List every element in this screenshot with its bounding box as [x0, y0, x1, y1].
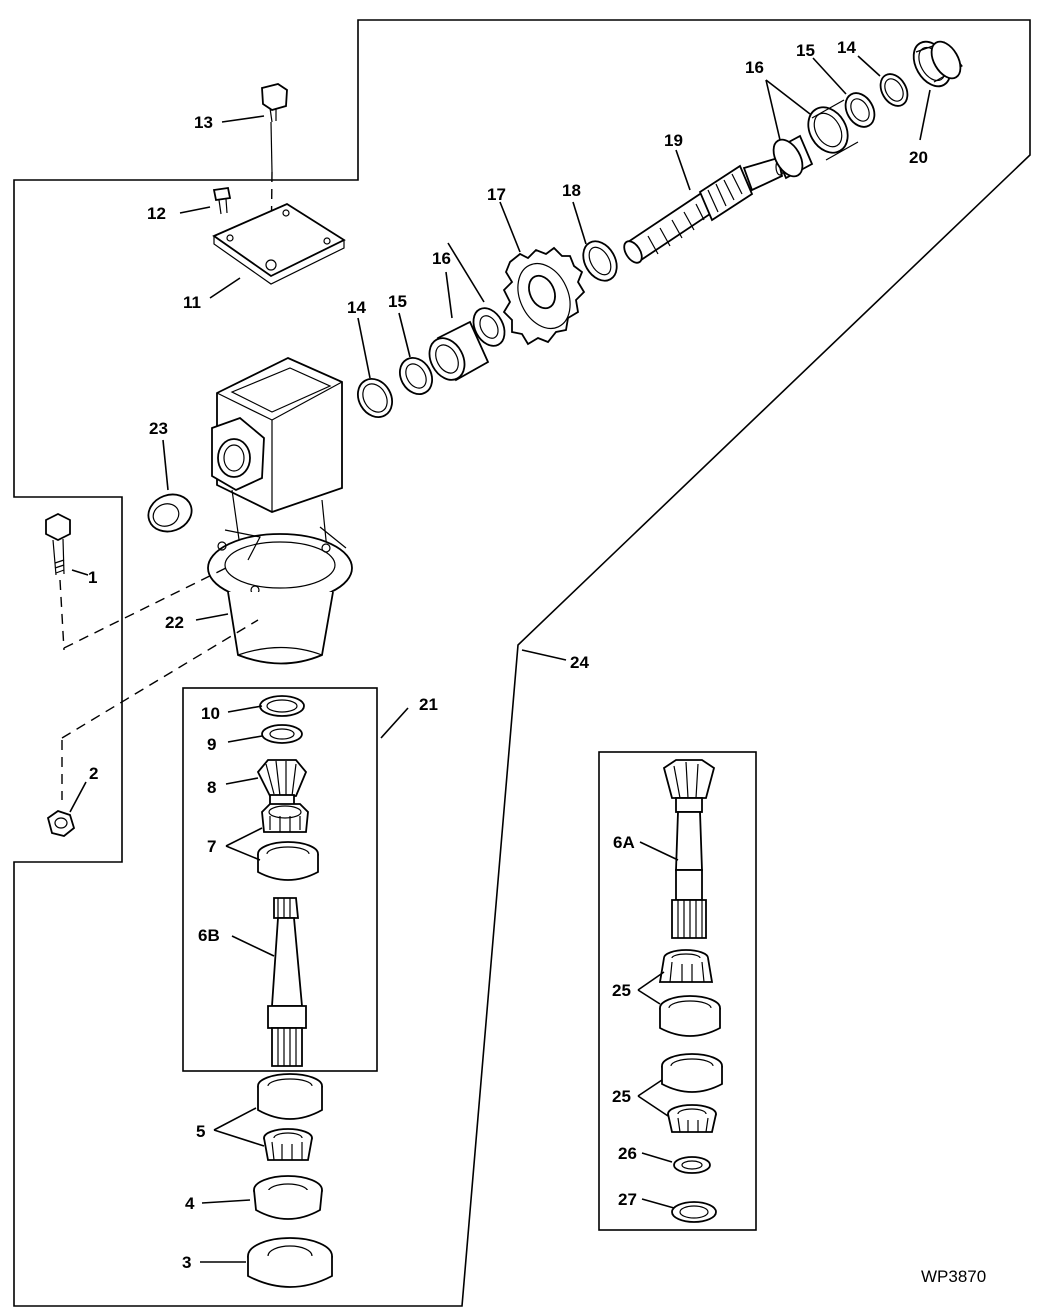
callout-19: 19 [664, 131, 683, 150]
callout-25-upper: 25 [612, 981, 631, 1000]
callout-14-left: 14 [347, 298, 366, 317]
part-23-seal [147, 493, 193, 533]
callout-8: 8 [207, 778, 216, 797]
callout-21: 21 [419, 695, 438, 714]
assembly-line-bolt [63, 565, 231, 649]
callout-16-right: 16 [745, 58, 764, 77]
part-2-nut [46, 810, 76, 837]
callout-6a: 6A [613, 833, 635, 852]
callout-13: 13 [194, 113, 213, 132]
callout-10: 10 [201, 704, 220, 723]
part-8-pinion-gear [256, 759, 308, 806]
callout-6b: 6B [198, 926, 220, 945]
part-6a-pinion-shaft [662, 759, 716, 939]
part-14-snap-ring-left [357, 378, 393, 418]
part-25-bearing-cup-upper [659, 995, 721, 1037]
callout-2: 2 [89, 764, 98, 783]
callout-22: 22 [165, 613, 184, 632]
assembly-line-nut [61, 619, 259, 739]
callout-18: 18 [562, 181, 581, 200]
callout-27: 27 [618, 1190, 637, 1209]
part-16-bearing-left [428, 307, 506, 382]
part-10-snap-ring [259, 695, 305, 717]
part-18-washer [582, 240, 618, 282]
part-25-bearing-cone-lower [667, 1104, 717, 1133]
part-11-cover-plate [212, 202, 346, 285]
part-5-bearing-cup [257, 1073, 323, 1120]
part-9-washer [261, 724, 303, 744]
callout-24: 24 [570, 653, 589, 672]
callout-20: 20 [909, 148, 928, 167]
callout-25-lower: 25 [612, 1087, 631, 1106]
part-25-bearing-cone-upper [658, 949, 714, 983]
leader-lines [69, 55, 931, 1263]
part-1-bolt [45, 512, 71, 651]
part-16-bearing-right [772, 99, 859, 180]
callout-4: 4 [185, 1194, 195, 1213]
part-21-subassembly-box [182, 687, 378, 1072]
callout-17: 17 [487, 185, 506, 204]
callout-7: 7 [207, 837, 216, 856]
part-6b-pinion-shaft [267, 897, 307, 1067]
callout-26: 26 [618, 1144, 637, 1163]
part-15-shim-left [399, 357, 433, 395]
callout-12: 12 [147, 204, 166, 223]
part-14-snap-ring-right [879, 73, 909, 107]
part-15-shim-right [844, 92, 876, 128]
part-20-cup [912, 40, 963, 88]
part-17-bevel-gear [502, 246, 586, 346]
part-7-bearing-cup [257, 841, 319, 881]
callout-9: 9 [207, 735, 216, 754]
part-27-snap-ring [671, 1201, 717, 1223]
alternate-parts-box [598, 751, 757, 1231]
drawing-code: WP3870 [921, 1267, 986, 1286]
callout-14-right: 14 [837, 38, 856, 57]
callout-15-left: 15 [388, 292, 407, 311]
part-19-splined-shaft [623, 156, 785, 264]
callout-23: 23 [149, 419, 168, 438]
callout-15-right: 15 [796, 41, 815, 60]
part-4-seal [253, 1175, 323, 1220]
callout-3: 3 [182, 1253, 191, 1272]
part-26-washer [673, 1156, 711, 1174]
part-12-cap-screw [212, 186, 232, 215]
callout-1: 1 [88, 568, 97, 587]
callout-11: 11 [183, 293, 201, 312]
part-3-cap [247, 1237, 333, 1288]
part-25-bearing-cup-lower [661, 1053, 723, 1093]
callout-5: 5 [196, 1122, 205, 1141]
callout-16-left: 16 [432, 249, 451, 268]
part-22-gearbox-housing [207, 357, 353, 665]
part-7-bearing-cone [261, 803, 309, 833]
part-5-bearing-cone [263, 1128, 313, 1161]
assembly-boundary [13, 19, 1031, 1307]
